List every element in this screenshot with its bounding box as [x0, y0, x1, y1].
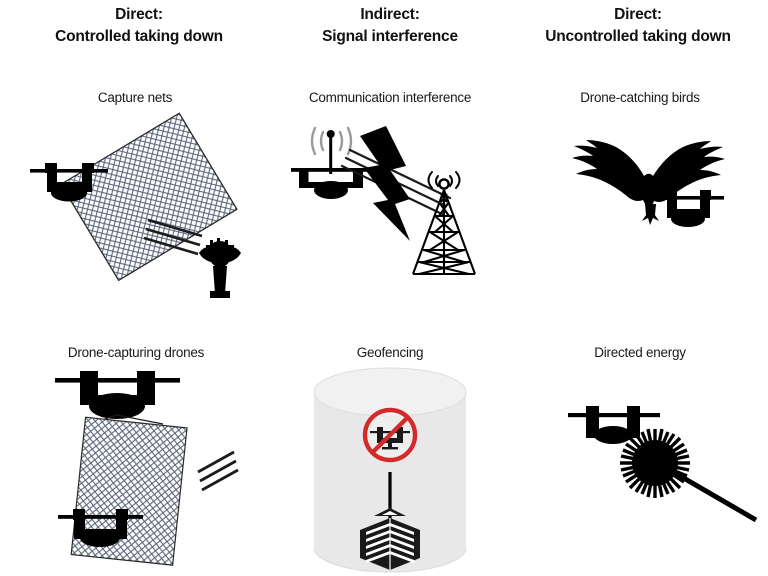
- lightning-bolt-icon: [360, 126, 410, 241]
- eagle-icon: [572, 140, 725, 225]
- illustration-drone-capturing-drones: [32, 362, 267, 566]
- column-header-line1: Direct:: [115, 6, 163, 23]
- drone-icon: [30, 163, 108, 202]
- column-header-uncontrolled: Direct: Uncontrolled taking down: [508, 4, 768, 48]
- column-header-line2: Controlled taking down: [55, 28, 223, 45]
- caption-drone-capturing-drones: Drone-capturing drones: [67, 345, 205, 360]
- radio-wave-icon: [310, 126, 353, 156]
- radio-tower-icon: [412, 171, 476, 276]
- illustration-capture-nets: [20, 108, 270, 298]
- drone-icon: [652, 190, 724, 227]
- interceptor-drone-icon: [55, 371, 180, 419]
- illustration-drone-catching-birds: [548, 112, 768, 242]
- net-launcher-tower-icon: [199, 238, 241, 298]
- column-header-line2: Uncontrolled taking down: [545, 28, 731, 45]
- hanging-net-icon: [70, 416, 188, 566]
- skyscraper-icon: [360, 472, 420, 570]
- drone-with-antenna-icon: [291, 130, 371, 199]
- projectile-lines-icon: [143, 218, 203, 256]
- caption-directed-energy: Directed energy: [594, 345, 686, 360]
- column-header-line1: Direct:: [614, 6, 662, 23]
- caption-communication-interference: Communication interference: [308, 90, 472, 105]
- column-header-controlled: Direct: Controlled taking down: [6, 4, 272, 48]
- column-header-line2: Signal interference: [322, 28, 458, 45]
- illustration-geofencing: [302, 367, 478, 573]
- energy-burst-icon: [620, 428, 690, 498]
- drone-icon: [568, 406, 660, 444]
- no-drone-prohibition-icon: [362, 407, 418, 463]
- captured-drone-icon: [58, 509, 143, 547]
- caption-geofencing: Geofencing: [356, 345, 424, 360]
- column-header-signal: Indirect: Signal interference: [272, 4, 508, 48]
- column-header-line1: Indirect:: [360, 6, 420, 23]
- capture-net-icon: [60, 112, 238, 282]
- motion-lines-icon: [197, 450, 239, 492]
- illustration-communication-interference: [282, 106, 512, 288]
- illustration-directed-energy: [556, 382, 768, 523]
- caption-capture-nets: Capture nets: [97, 90, 173, 105]
- caption-drone-catching-birds: Drone-catching birds: [580, 90, 700, 105]
